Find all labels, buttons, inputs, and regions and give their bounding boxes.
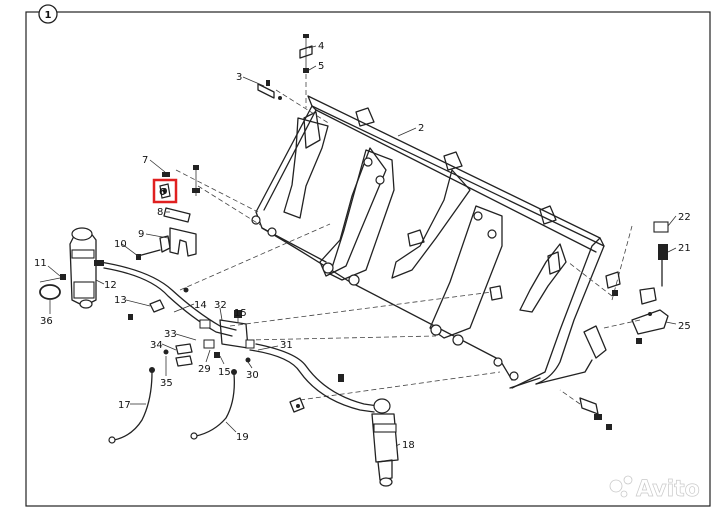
callout-22: 22 [678,212,691,223]
callout-21: 21 [678,243,691,254]
callout-29: 29 [198,364,211,375]
callout-13: 13 [114,295,127,306]
callout-15-lower: 15 [218,367,231,378]
avito-watermark: Avito [609,475,700,502]
watermark-logo-icon [609,479,623,493]
callout-2: 2 [418,123,424,134]
o-ring-part-36 [39,284,61,300]
assembly-lines [175,74,641,405]
callout-14: 14 [194,300,207,311]
watermark-text: Avito [636,477,700,502]
callout-4: 4 [318,41,324,52]
section-number-circle [38,4,58,24]
leader-lines [47,45,677,447]
callout-18: 18 [402,440,415,451]
callout-labels: 3 4 5 2 7 6 8 9 10 11 12 36 13 14 32 15 … [34,41,691,451]
callout-8: 8 [157,207,163,218]
callout-30: 30 [246,370,259,381]
right-fasteners [579,221,669,430]
bucket-part-2 [251,95,607,389]
callout-9: 9 [138,229,144,240]
callout-33: 33 [164,329,177,340]
callout-11: 11 [34,258,47,269]
callout-7: 7 [142,155,148,166]
callout-34: 34 [150,340,163,351]
callout-35: 35 [160,378,173,389]
callout-3: 3 [236,72,242,83]
callout-17: 17 [118,400,131,411]
callout-6-highlighted: 6 [159,187,166,198]
top-fasteners [257,34,313,100]
drawing-frame [25,11,711,507]
right-cylinder [371,398,399,487]
section-number: 1 [45,10,52,21]
callout-25: 25 [678,321,691,332]
callout-31: 31 [280,340,293,351]
callout-12: 12 [104,280,117,291]
callout-36: 36 [40,316,53,327]
hydraulic-hoses [99,261,379,444]
callout-5: 5 [318,61,324,72]
callout-10: 10 [114,239,127,250]
bracket-fasteners [136,165,200,293]
callout-32: 32 [214,300,227,311]
callout-19: 19 [236,432,249,443]
callout-15-upper: 15 [234,308,247,319]
left-cylinder [39,227,104,314]
